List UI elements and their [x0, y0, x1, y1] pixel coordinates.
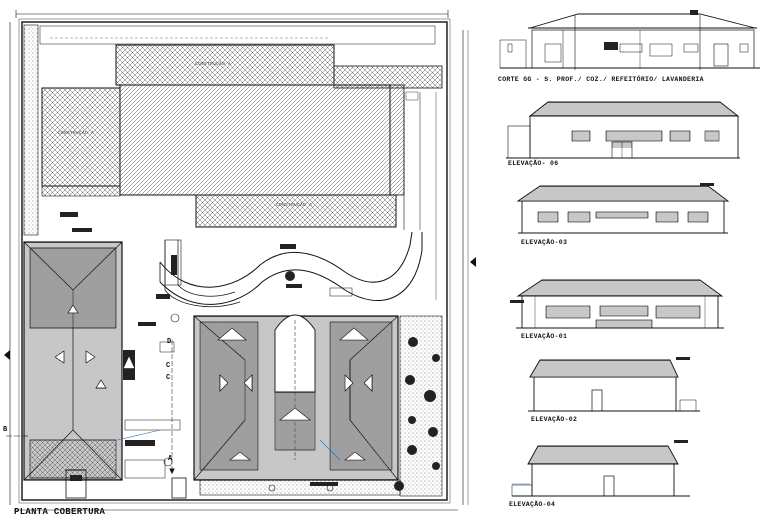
area-label-bottom: CONSTRUÇÃO A — [276, 203, 313, 208]
left-setback-strip — [23, 24, 39, 236]
section-gg-title: CORTE GG - S. PROF./ COZ./ REFEITÓRIO/ L… — [498, 76, 704, 83]
area-label-left: CONSTRUÇÃO A — [58, 131, 95, 136]
section-mark-a: A — [168, 455, 173, 463]
section-mark-d: D — [167, 338, 172, 346]
construction-block-bottom — [195, 194, 397, 228]
elevation-03 — [516, 183, 730, 234]
elevation-04-title: ELEVAÇÃO-04 — [509, 501, 556, 508]
elevation-01-title: ELEVAÇÃO-01 — [521, 333, 568, 340]
construction-block-left — [41, 87, 121, 187]
plan-title: PLANTA COBERTURA — [14, 507, 106, 517]
section-gg — [499, 10, 760, 70]
elevation-04 — [511, 440, 690, 497]
section-mark-c-1: C — [166, 362, 171, 370]
elevation-01 — [510, 279, 724, 329]
curved-driveway — [159, 231, 413, 288]
site-plan — [4, 10, 476, 511]
trees-east — [285, 271, 440, 491]
construction-block-top — [115, 44, 335, 86]
elevation-06-title: ELEVAÇÃO- 06 — [508, 160, 559, 167]
elevation-02 — [528, 357, 700, 412]
elevation-02-title: ELEVAÇÃO-02 — [531, 416, 578, 423]
section-mark-b: B — [3, 426, 8, 434]
elevation-03-title: ELEVAÇÃO-03 — [521, 239, 568, 246]
lot-boundary — [21, 21, 448, 501]
elevation-06 — [506, 101, 740, 159]
gravel-strip-south — [199, 479, 401, 496]
section-mark-c-2: C — [166, 374, 171, 382]
area-label-top: CONSTRUÇÃO A — [195, 62, 232, 67]
construction-block-center — [119, 84, 391, 196]
